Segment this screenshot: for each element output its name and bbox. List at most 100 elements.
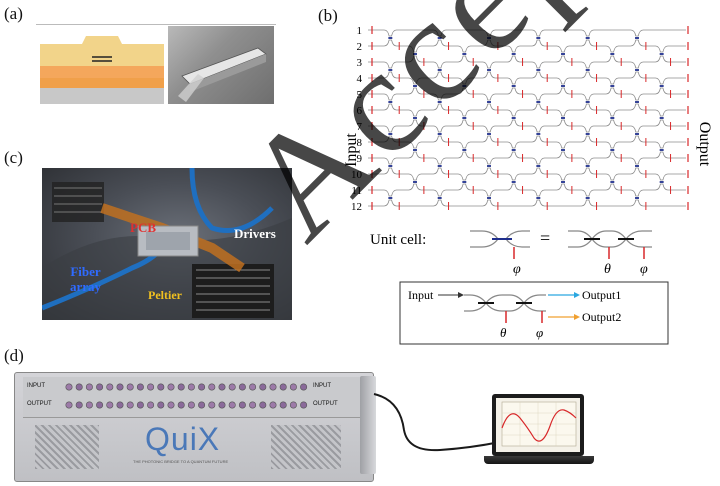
fiber-connector xyxy=(279,383,287,391)
fiber-connector xyxy=(96,383,104,391)
vent-right xyxy=(271,425,341,469)
packaged-chip-photo: PCB Drivers Fiber array Peltier xyxy=(42,168,292,320)
fiber-connector xyxy=(238,383,246,391)
fiber-connector xyxy=(177,383,185,391)
brand-logo: QuiX xyxy=(145,421,221,457)
fiber-connector xyxy=(218,383,226,391)
port-number: 5 xyxy=(357,89,363,101)
waveguide-mode xyxy=(368,55,686,69)
output-row-label-right: OUTPUT xyxy=(313,401,338,407)
fiber-connector xyxy=(218,401,226,409)
fiber-connector xyxy=(167,383,175,391)
fiber-connector xyxy=(116,401,124,409)
fiber-connector xyxy=(147,383,155,391)
unit-cell-equals: = xyxy=(540,228,550,248)
waveguide-mode xyxy=(368,183,686,197)
mzi-detail-box xyxy=(399,281,669,345)
fiber-connector xyxy=(167,401,175,409)
mesh-waveguides xyxy=(368,29,686,207)
fiber-connector xyxy=(187,401,195,409)
port-number: 6 xyxy=(357,105,363,117)
fiber-connector xyxy=(198,383,206,391)
fiber-connector xyxy=(208,401,216,409)
brand-tagline: THE PHOTONIC BRIDGE TO A QUANTUM FUTURE xyxy=(133,459,229,464)
fiber-connector xyxy=(289,383,297,391)
fiber-connector xyxy=(177,401,185,409)
input-row-label-right: INPUT xyxy=(313,383,331,389)
detail-output2-label: Output2 xyxy=(582,310,621,324)
port-number: 11 xyxy=(351,185,362,197)
unit-cell-phi-label: φ xyxy=(513,262,521,277)
port-number: 2 xyxy=(357,41,363,53)
fiber-connector xyxy=(75,401,83,409)
mesh-phase-shifters xyxy=(371,26,689,210)
detail-output1-label: Output1 xyxy=(582,288,621,302)
peltier-label: Peltier xyxy=(148,288,182,302)
pcb-label: PCB xyxy=(130,220,156,235)
detail-phi-label: φ xyxy=(536,325,543,340)
fiber-connector xyxy=(269,401,277,409)
waveguide-mode xyxy=(368,119,686,133)
drivers-label: Drivers xyxy=(234,226,276,241)
panel-label-b: (b) xyxy=(318,6,338,25)
waveguide-mode xyxy=(368,87,686,101)
fiber-connector xyxy=(228,401,236,409)
fiber-connector xyxy=(157,383,165,391)
chip-photo-drawing xyxy=(42,168,292,320)
fiber-connector xyxy=(147,401,155,409)
panel-label-d: (d) xyxy=(4,346,24,365)
fiber-connector xyxy=(198,401,206,409)
port-number: 10 xyxy=(351,169,363,181)
detail-input-label: Input xyxy=(408,288,434,302)
waveguide-mode xyxy=(368,29,686,37)
output-row-label-left: OUTPUT xyxy=(27,401,52,407)
waveguide-mode xyxy=(368,39,686,53)
fiber-connector xyxy=(96,401,104,409)
fiber-array-label-line1: Fiber xyxy=(70,264,101,279)
fiber-connector xyxy=(289,401,297,409)
input-row-label-left: INPUT xyxy=(27,383,45,389)
fiber-connector xyxy=(269,383,277,391)
fiber-connector xyxy=(259,401,267,409)
sem-waveguide-drawing xyxy=(178,47,267,102)
laptop-screen xyxy=(496,398,580,452)
waveguide-mode xyxy=(368,167,686,181)
fiber-connector xyxy=(136,401,144,409)
unit-cell-label: Unit cell: xyxy=(370,232,426,248)
fiber-connector xyxy=(228,383,236,391)
port-number: 12 xyxy=(351,201,362,213)
fiber-connectors xyxy=(65,383,308,409)
fiber-connector xyxy=(116,383,124,391)
rack-side xyxy=(360,376,376,474)
fiber-connector xyxy=(136,383,144,391)
fiber-array-label: Fiber array xyxy=(70,264,101,294)
fiber-connector xyxy=(126,383,134,391)
fiber-connector xyxy=(249,401,257,409)
connector-strip: INPUT OUTPUT INPUT OUTPUT xyxy=(23,377,365,418)
port-number: 3 xyxy=(357,57,363,69)
sem-image xyxy=(168,26,274,104)
rack-instrument: INPUT OUTPUT INPUT OUTPUT QuiX THE PHOTO… xyxy=(14,372,374,482)
port-number: 1 xyxy=(357,25,363,37)
fiber-connector xyxy=(157,401,165,409)
waveguide-mode xyxy=(368,135,686,149)
usb-cable xyxy=(373,393,501,452)
port-number: 4 xyxy=(357,73,363,85)
fiber-connector xyxy=(65,383,73,391)
fiber-connector xyxy=(238,401,246,409)
fiber-connector xyxy=(300,401,308,409)
fiber-connector xyxy=(65,401,73,409)
waveguide-cross-section xyxy=(40,26,164,104)
cross-section-drawing xyxy=(40,26,164,104)
fiber-connector xyxy=(106,401,114,409)
fiber-connector xyxy=(126,401,134,409)
waveguide-mode xyxy=(368,71,686,85)
fiber-connector xyxy=(259,383,267,391)
unit-cell-single-mzi xyxy=(470,230,530,259)
waveguide-mode xyxy=(368,199,686,207)
fiber-connector xyxy=(300,383,308,391)
port-number: 8 xyxy=(357,137,363,149)
laptop xyxy=(484,394,594,476)
